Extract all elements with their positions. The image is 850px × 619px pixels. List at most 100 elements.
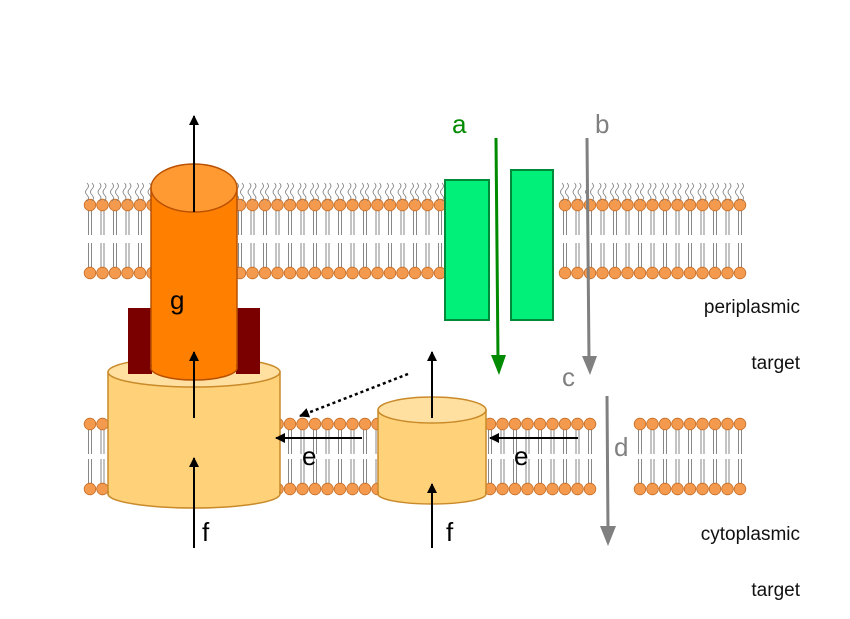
lps-chain bbox=[435, 182, 439, 202]
lipid-head bbox=[83, 482, 97, 496]
lps-chain bbox=[677, 182, 682, 202]
lipid-head bbox=[696, 482, 709, 496]
lipid-head bbox=[558, 266, 572, 280]
lipid-head bbox=[396, 198, 409, 212]
lps-chain bbox=[635, 182, 639, 202]
adaptor-protein-right bbox=[236, 308, 260, 374]
lipid-head bbox=[708, 417, 722, 431]
lps-chain bbox=[672, 182, 677, 202]
lps-chain bbox=[102, 182, 107, 202]
cytoplasmic-label: cytoplasmic bbox=[701, 524, 800, 545]
lps-chain bbox=[440, 182, 444, 202]
lipid-head bbox=[583, 266, 597, 280]
channel-wall-left bbox=[444, 179, 490, 321]
lps-chain bbox=[90, 182, 94, 202]
lps-chain bbox=[577, 182, 582, 202]
lps-chain bbox=[427, 182, 432, 202]
label-a: a bbox=[452, 109, 467, 139]
lps-chain bbox=[715, 182, 719, 202]
lps-chain bbox=[285, 182, 289, 202]
lipid-head bbox=[633, 266, 647, 280]
lipid-head bbox=[533, 417, 547, 431]
lipid-head bbox=[346, 417, 359, 431]
lipid-head bbox=[296, 266, 309, 280]
lipid-head bbox=[296, 482, 309, 496]
lipid-head bbox=[571, 198, 584, 212]
lipid-head bbox=[96, 198, 109, 212]
lipid-head bbox=[383, 198, 397, 212]
lipid-head bbox=[696, 266, 709, 280]
lipid-head bbox=[646, 417, 659, 431]
lps-chain bbox=[740, 182, 744, 202]
outer-membrane-channel-g bbox=[150, 163, 238, 381]
lipid-head bbox=[408, 198, 422, 212]
lipid-head bbox=[596, 266, 609, 280]
lps-chain bbox=[610, 182, 614, 202]
lps-chain bbox=[665, 182, 669, 202]
periplasmic-label: periplasmic bbox=[704, 297, 800, 318]
lps-chain bbox=[352, 182, 357, 202]
lipid-head bbox=[396, 266, 409, 280]
inner-membrane-pump-right bbox=[377, 396, 487, 505]
lipid-head bbox=[558, 482, 572, 496]
lipid-head bbox=[346, 266, 359, 280]
channel-wall-right bbox=[510, 169, 554, 321]
lipid-head bbox=[321, 198, 334, 212]
lipid-head bbox=[296, 198, 309, 212]
periplasmic-target-label: target bbox=[751, 353, 800, 374]
lipid-head bbox=[321, 482, 334, 496]
lps-chain bbox=[397, 182, 402, 202]
lps-chain bbox=[127, 182, 132, 202]
lipid-head bbox=[583, 198, 597, 212]
lipid-head bbox=[83, 417, 97, 431]
lipid-head bbox=[308, 417, 322, 431]
lipid-head bbox=[546, 417, 559, 431]
lipid-head bbox=[283, 417, 297, 431]
lps-chain bbox=[685, 182, 689, 202]
lipid-head bbox=[308, 198, 322, 212]
lipid-head bbox=[596, 198, 609, 212]
lps-chain bbox=[272, 182, 277, 202]
lipid-head bbox=[558, 198, 572, 212]
arrow-dotted-transfer bbox=[299, 372, 409, 418]
lipid-head bbox=[133, 198, 147, 212]
lipid-head bbox=[683, 266, 697, 280]
lps-chain bbox=[240, 182, 244, 202]
lps-chain bbox=[560, 182, 564, 202]
lps-chain bbox=[315, 182, 319, 202]
lipid-head bbox=[308, 482, 322, 496]
lipid-head bbox=[383, 266, 397, 280]
pathway-b-arrow bbox=[585, 137, 591, 361]
lipid-head bbox=[646, 266, 659, 280]
lipid-head bbox=[671, 417, 684, 431]
lipid-head bbox=[633, 198, 647, 212]
lipid-head bbox=[258, 198, 272, 212]
lipid-head bbox=[721, 482, 734, 496]
lps-chain bbox=[260, 182, 264, 202]
lipid-head bbox=[733, 266, 747, 280]
lps-chain bbox=[602, 182, 607, 202]
lipid-head bbox=[96, 417, 109, 431]
lps-chain bbox=[722, 182, 727, 202]
lipid-head bbox=[658, 482, 672, 496]
lps-chain bbox=[402, 182, 407, 202]
lipid-head bbox=[658, 417, 672, 431]
pathway-a-arrowhead bbox=[491, 355, 506, 375]
lps-chain bbox=[365, 182, 369, 202]
lps-chain bbox=[390, 182, 394, 202]
lipid-head bbox=[733, 482, 747, 496]
lps-chain bbox=[377, 182, 382, 202]
lps-chain bbox=[360, 182, 364, 202]
lipid-head bbox=[271, 198, 284, 212]
lipid-head bbox=[608, 266, 622, 280]
lipid-head bbox=[721, 266, 734, 280]
lps-chain bbox=[697, 182, 702, 202]
lipid-head bbox=[571, 482, 584, 496]
lipid-head bbox=[508, 417, 522, 431]
lps-chain bbox=[572, 182, 577, 202]
lipid-head bbox=[621, 198, 634, 212]
lps-chain bbox=[252, 182, 257, 202]
lps-chain bbox=[702, 182, 707, 202]
lps-chain bbox=[660, 182, 664, 202]
lipid-head bbox=[671, 266, 684, 280]
